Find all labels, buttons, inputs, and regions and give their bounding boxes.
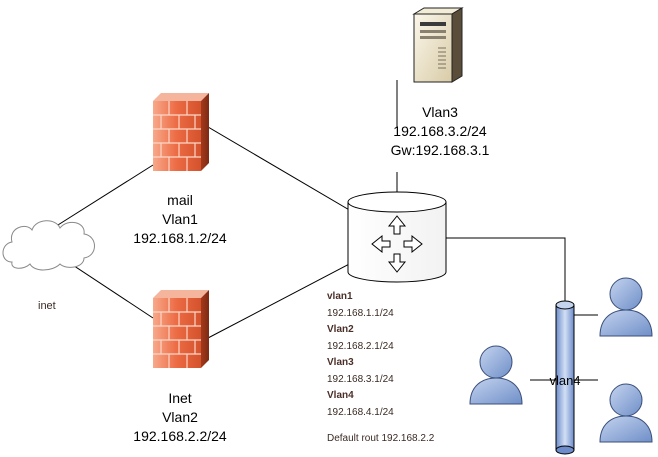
bus-label: vlan4 bbox=[549, 373, 581, 388]
firewall-inet-icon bbox=[153, 290, 209, 368]
vlan3-ip: 192.168.3.1/24 bbox=[327, 373, 394, 385]
vlan2-ip: 192.168.2.1/24 bbox=[327, 340, 394, 352]
server-vlan: Vlan3 bbox=[422, 104, 458, 120]
router-icon bbox=[347, 191, 447, 283]
firewall-mail-icon bbox=[153, 93, 209, 171]
link-router-bus bbox=[410, 237, 566, 305]
server-label: Vlan3 192.168.3.2/24 Gw:192.168.3.1 bbox=[380, 103, 500, 160]
vlan4-bus-icon bbox=[555, 300, 575, 455]
mail-firewall-label: mail Vlan1 192.168.1.2/24 bbox=[120, 191, 240, 248]
mail-name: mail bbox=[167, 192, 193, 208]
user-icon bbox=[599, 277, 653, 337]
cloud-label: inet bbox=[38, 300, 56, 312]
vlan4-name: Vlan4 bbox=[327, 390, 354, 401]
vlan4-ip: 192.168.4.1/24 bbox=[327, 406, 394, 418]
inet-ip: 192.168.2.2/24 bbox=[133, 428, 227, 444]
router-config: vlan1 192.168.1.1/24 Vlan2 192.168.2.1/2… bbox=[327, 289, 434, 448]
vlan1-ip: 192.168.1.1/24 bbox=[327, 307, 394, 319]
server-icon bbox=[412, 7, 464, 83]
cloud-icon bbox=[2, 220, 95, 271]
inet-name: Inet bbox=[168, 390, 192, 406]
default-route: Default rout 192.168.2.2 bbox=[327, 433, 435, 444]
link-cloud-mail bbox=[49, 164, 154, 231]
user-icon bbox=[469, 345, 523, 405]
server-ip: 192.168.3.2/24 bbox=[393, 123, 487, 139]
vlan1-name: vlan1 bbox=[327, 291, 353, 302]
mail-vlan: Vlan1 bbox=[162, 211, 198, 227]
vlan2-name: Vlan2 bbox=[327, 324, 354, 335]
vlan3-name: Vlan3 bbox=[327, 357, 354, 368]
inet-firewall-label: Inet Vlan2 192.168.2.2/24 bbox=[120, 389, 240, 446]
inet-vlan: Vlan2 bbox=[162, 409, 198, 425]
server-gateway: Gw:192.168.3.1 bbox=[390, 142, 490, 158]
mail-ip: 192.168.1.2/24 bbox=[133, 230, 227, 246]
user-icon bbox=[599, 383, 653, 443]
